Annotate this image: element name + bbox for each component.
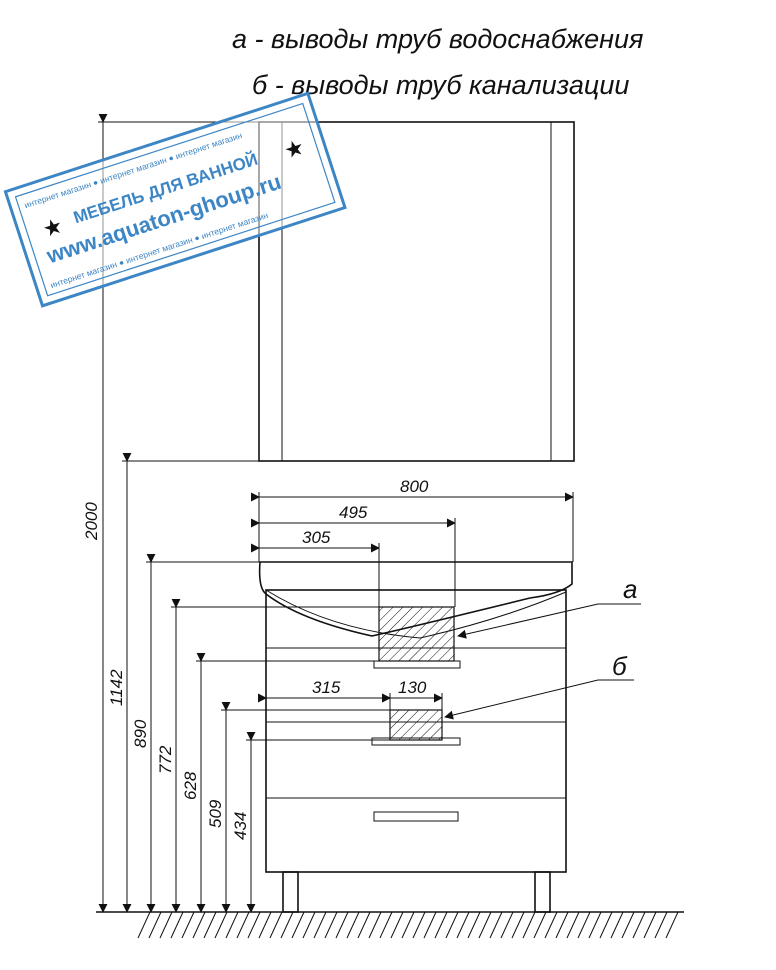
dim-drain-left: 315 xyxy=(312,678,341,697)
floor-hatch-stroke xyxy=(489,911,503,939)
floor-hatch-stroke xyxy=(456,911,470,939)
dim-water-outlet-top: 772 xyxy=(156,745,175,774)
floor-hatch-stroke xyxy=(478,911,492,939)
floor-hatch-stroke xyxy=(445,911,459,939)
floor-hatch-stroke xyxy=(533,911,547,939)
floor-hatch-stroke xyxy=(588,911,602,939)
dim-water-left: 305 xyxy=(302,528,331,547)
dim-drain-bottom: 434 xyxy=(231,812,250,840)
floor-hatch-stroke xyxy=(214,911,228,939)
floor-hatch-stroke xyxy=(401,911,415,939)
callout-b xyxy=(444,679,634,720)
floor-hatch-stroke xyxy=(544,911,558,939)
shop-stamp: интернет магазин ● интернет магазин ● ин… xyxy=(3,91,347,308)
floor-hatch-stroke xyxy=(236,911,250,939)
floor-hatch-stroke xyxy=(291,911,305,939)
floor-hatch-stroke xyxy=(346,911,360,939)
dim-drain-top: 509 xyxy=(206,799,225,828)
floor-hatch-stroke xyxy=(269,911,283,939)
floor-hatch-stroke xyxy=(621,911,635,939)
floor-hatch-stroke xyxy=(137,911,151,939)
floor-hatch-stroke xyxy=(203,911,217,939)
floor-hatch-stroke xyxy=(423,911,437,939)
callout-a-label: а xyxy=(623,574,637,604)
floor xyxy=(96,911,684,939)
floor-hatch-stroke xyxy=(192,911,206,939)
floor-hatch-stroke xyxy=(148,911,162,939)
dim-width-total: 800 xyxy=(400,477,429,496)
dim-water-right: 495 xyxy=(339,503,368,522)
floor-hatch-stroke xyxy=(522,911,536,939)
legend-water-supply: а - выводы труб водоснабжения xyxy=(232,24,643,54)
floor-hatch-stroke xyxy=(335,911,349,939)
floor-hatch-stroke xyxy=(511,911,525,939)
dim-sink-top: 890 xyxy=(131,719,150,748)
floor-hatch-stroke xyxy=(181,911,195,939)
floor-hatch-stroke xyxy=(313,911,327,939)
floor-hatch-stroke xyxy=(500,911,514,939)
floor-hatch-stroke xyxy=(610,911,624,939)
floor-hatch-stroke xyxy=(654,911,668,939)
floor-hatch-stroke xyxy=(247,911,261,939)
floor-hatch-stroke xyxy=(280,911,294,939)
floor-hatch-stroke xyxy=(434,911,448,939)
floor-hatch-stroke xyxy=(566,911,580,939)
floor-hatch-stroke xyxy=(665,911,679,939)
floor-hatch-stroke xyxy=(390,911,404,939)
floor-hatch-stroke xyxy=(555,911,569,939)
floor-hatch-stroke xyxy=(324,911,338,939)
dim-water-outlet-bottom: 628 xyxy=(181,771,200,800)
floor-hatch-stroke xyxy=(412,911,426,939)
floor-hatch-stroke xyxy=(159,911,173,939)
floor-hatch-stroke xyxy=(225,911,239,939)
callout-a xyxy=(457,603,641,639)
floor-hatch-stroke xyxy=(302,911,316,939)
floor-hatch-stroke xyxy=(599,911,613,939)
dim-drain-width: 130 xyxy=(398,678,427,697)
floor-hatch-stroke xyxy=(170,911,184,939)
drain-outlet-zone xyxy=(371,709,461,746)
water-outlet-zone xyxy=(373,606,461,669)
floor-hatch-stroke xyxy=(379,911,393,939)
floor-hatch-stroke xyxy=(258,911,272,939)
floor-hatch-stroke xyxy=(467,911,481,939)
floor-hatch-stroke xyxy=(577,911,591,939)
floor-hatch-stroke xyxy=(632,911,646,939)
dim-total-height: 2000 xyxy=(82,502,101,541)
floor-hatch-stroke xyxy=(643,911,657,939)
legend-sewage: б - выводы труб канализации xyxy=(252,70,629,100)
dim-mirror-bottom: 1142 xyxy=(107,669,126,706)
horizontal-dimensions xyxy=(250,492,574,710)
callout-b-label: б xyxy=(612,651,628,681)
floor-hatch-stroke xyxy=(357,911,371,939)
floor-hatch-stroke xyxy=(368,911,382,939)
